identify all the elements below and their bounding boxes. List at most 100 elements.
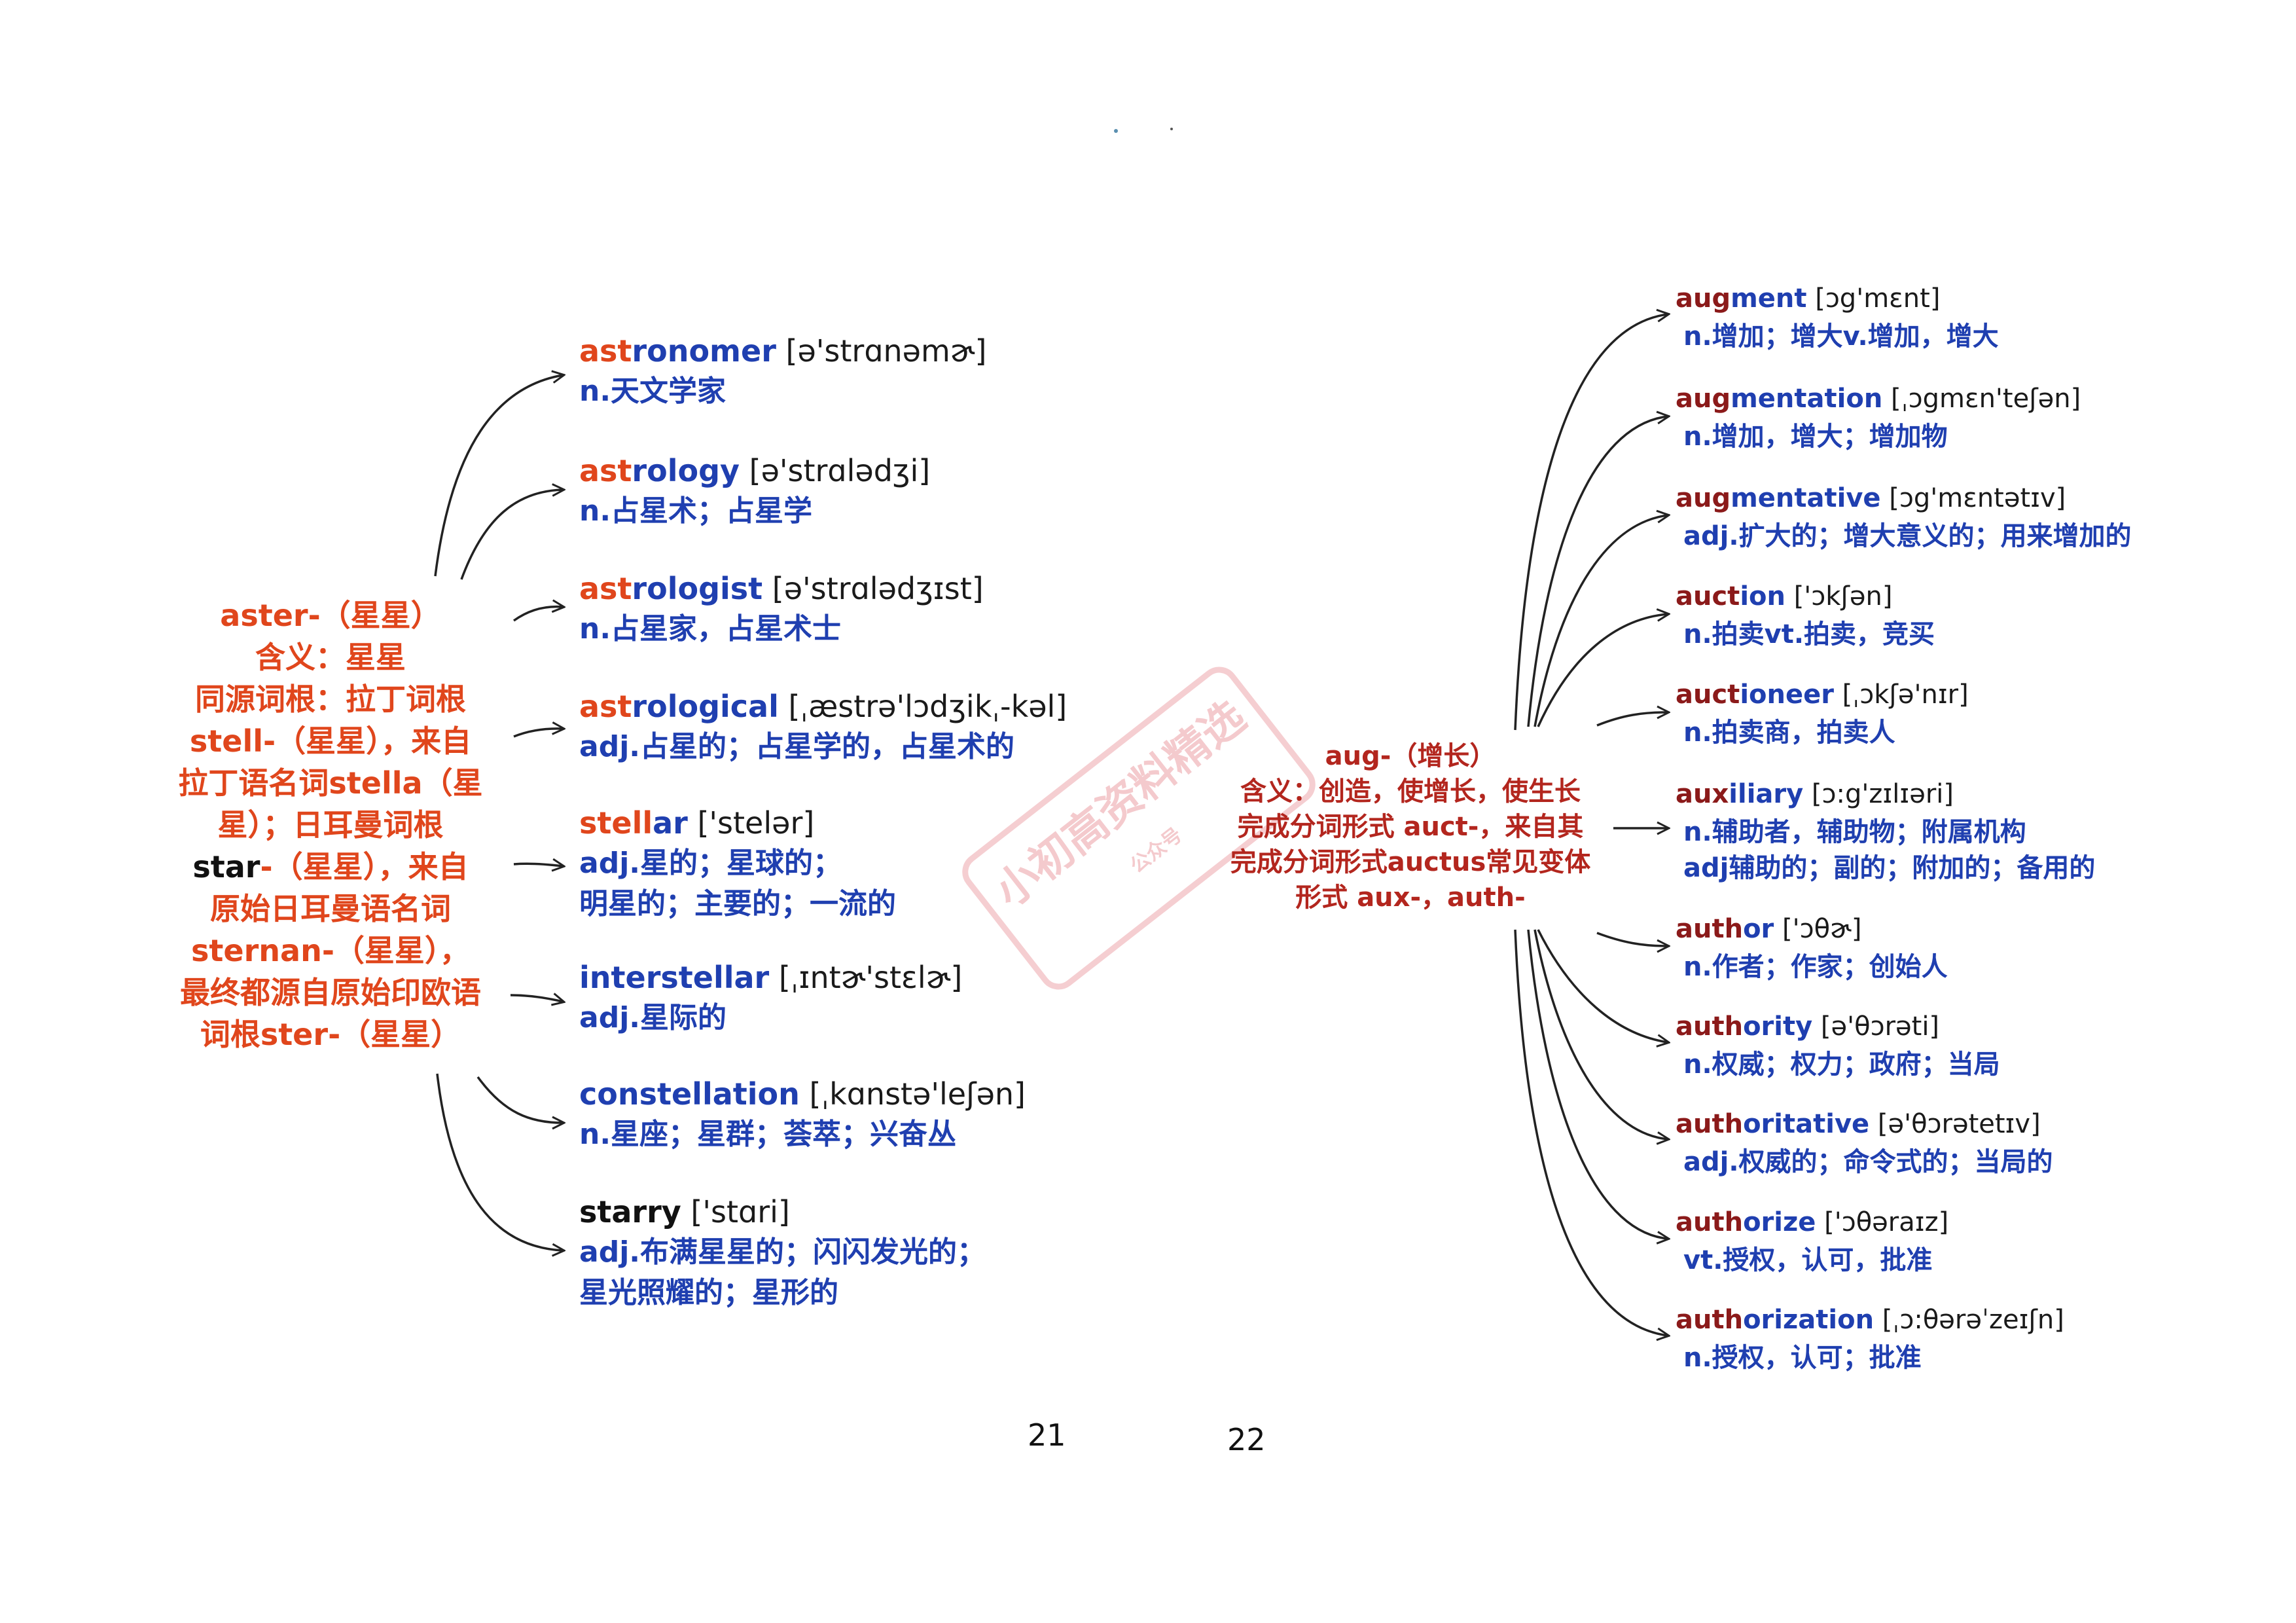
word-headline: augmentation [ˌɔgmɛn'teʃən] <box>1676 378 2081 419</box>
word-remainder: starry <box>579 1194 681 1230</box>
page-number-right: 22 <box>1227 1422 1266 1457</box>
word-entry: authorization [ˌɔ:θərəˈzeɪʃn]n.授权，认可；批准 <box>1676 1300 2064 1376</box>
phonetic: [ˌɔ:θərəˈzeɪʃn] <box>1874 1305 2064 1335</box>
word-remainder: mentation <box>1731 384 1883 414</box>
word-headline: authorize ['ɔθəraɪz] <box>1676 1202 1948 1243</box>
word-entry: authority [ə'θɔrəti]n.权威；权力；政府；当局 <box>1676 1006 2000 1083</box>
headword: authority <box>1676 1012 1812 1042</box>
word-meaning: n.增加；增大v.增加，增大 <box>1683 321 1999 352</box>
root-line: stell-（星星），来自 <box>189 723 472 759</box>
word-entry: starry ['stɑri]adj.布满星星的；闪闪发光的； 星光照耀的；星形的 <box>579 1192 986 1313</box>
arrow-authorization <box>1514 929 1668 1336</box>
root-line: 同源词根：拉丁词根 <box>195 682 466 717</box>
word-meaning: adj辅助的；副的；附加的；备用的 <box>1683 853 2096 883</box>
root-highlight: stell <box>579 805 653 841</box>
phonetic: [ˌɔgmɛn'teʃən] <box>1882 384 2081 414</box>
word-meaning: vt.授权，认可，批准 <box>1683 1245 1933 1275</box>
headword: authorize <box>1676 1207 1816 1237</box>
word-meaning: n.作者；作家；创始人 <box>1683 952 1948 982</box>
word-meaning: n.拍卖商，拍卖人 <box>1683 718 1895 748</box>
word-meaning: adj.扩大的；增大意义的；用来增加的 <box>1683 521 2132 551</box>
word-remainder: mentative <box>1731 483 1881 513</box>
phonetic: [ˌkɑnstə'leʃən] <box>799 1076 1026 1112</box>
word-entry: interstellar [ˌɪntɚ'stɛlɚ]adj.星际的 <box>579 957 962 1038</box>
headword: augmentative <box>1676 483 1881 513</box>
word-entry: auxiliary [ɔ:g'zɪlɪəri] n.辅助者，辅助物；附属机构 adj… <box>1676 774 2095 886</box>
headword: astrology <box>579 453 740 488</box>
phonetic: [ə'θɔrətetɪv] <box>1869 1109 2041 1139</box>
word-entry: astrological [ˌæstrə'lɔdʒikˌ-kəl] adj.占星的… <box>579 686 1067 767</box>
phonetic: [ˌɪntɚ'stɛlɚ] <box>769 960 963 995</box>
headword: auxiliary <box>1676 779 1803 809</box>
word-remainder: ar <box>653 805 688 841</box>
word-remainder: constellation <box>579 1076 800 1112</box>
headword: astrologist <box>579 571 762 606</box>
phonetic: [ɔ:g'zɪlɪəri] <box>1803 779 1954 809</box>
word-headline: astrologist [ə'strɑlədʒɪst] <box>579 568 984 609</box>
root-highlight: ast <box>579 689 632 724</box>
word-entry: authorize ['ɔθəraɪz]vt.授权，认可，批准 <box>1676 1202 1948 1279</box>
root-line: sternan-（星星）， <box>191 933 470 968</box>
phonetic: [ə'strɑnəmɚ] <box>776 333 987 369</box>
phonetic: [ə'θɔrəti] <box>1812 1012 1940 1042</box>
word-meaning: adj.星的；星球的； <box>579 847 842 880</box>
arrow-stellar <box>513 864 563 866</box>
word-remainder: iliary <box>1729 779 1804 809</box>
root-line: 星）；日耳曼词根 <box>217 807 444 843</box>
headword: interstellar <box>579 960 769 995</box>
word-headline: augment [ɔg'mɛnt] <box>1676 278 1999 319</box>
root-line: 完成分词形式 auct-，来自其 <box>1237 812 1584 842</box>
root-line: star-（星星），来自 <box>160 846 501 888</box>
word-meaning: n.天文学家 <box>579 374 726 408</box>
word-remainder: ment <box>1731 283 1807 314</box>
word-remainder: rological <box>632 689 779 724</box>
word-remainder: orization <box>1743 1305 1874 1335</box>
word-entry: astronomer [ə'strɑnəmɚ] n.天文学家 <box>579 331 986 412</box>
root-line: 拉丁语名词stella（星 <box>178 765 483 801</box>
word-headline: augmentative [ɔg'mɛntətɪv] <box>1676 478 2132 519</box>
root-highlight: aug <box>1676 384 1731 414</box>
arrow-augment <box>1514 314 1668 731</box>
root-highlight: aug <box>1676 283 1731 314</box>
headword: augmentation <box>1676 384 1882 414</box>
word-headline: astrology [ə'strɑlədʒi] <box>579 450 930 491</box>
word-entry: augmentation [ˌɔgmɛn'teʃən]n.增加，增大；增加物 <box>1676 378 2081 455</box>
root-line: 形式 aux-，auth- <box>1295 883 1526 913</box>
word-meaning: adj.布满星星的；闪闪发光的； <box>579 1235 986 1269</box>
word-meaning: n.占星术；占星学 <box>579 494 813 528</box>
arrow-authoritative <box>1534 929 1668 1139</box>
word-meaning: adj.占星的；占星学的，占星术的 <box>579 730 1014 763</box>
word-remainder: ority <box>1743 1012 1813 1042</box>
root-line: 词根ster-（星星） <box>200 1017 461 1052</box>
headword: author <box>1676 914 1774 944</box>
word-remainder: interstellar <box>579 960 770 995</box>
root-highlight: auth <box>1676 1207 1744 1237</box>
word-entry: author ['ɔθɚ]n.作者；作家；创始人 <box>1676 909 1948 985</box>
headword: starry <box>579 1194 681 1230</box>
word-headline: authorization [ˌɔ:θərəˈzeɪʃn] <box>1676 1300 2064 1340</box>
word-entry: augment [ɔg'mɛnt]n.增加；增大v.增加，增大 <box>1676 278 1999 355</box>
root-highlight: auth <box>1676 1012 1744 1042</box>
root-highlight: auct <box>1676 581 1740 611</box>
phonetic: [ɔg'mɛnt] <box>1806 283 1941 314</box>
word-meaning: n.辅助者，辅助物；附属机构 <box>1683 817 2026 847</box>
arrow-auctioneer <box>1596 712 1668 727</box>
word-meaning: n.星座；星群；荟萃；兴奋丛 <box>579 1118 957 1151</box>
word-entry: constellation [ˌkɑnstə'leʃən] n.星座；星群；荟萃；… <box>579 1074 1026 1155</box>
word-headline: interstellar [ˌɪntɚ'stɛlɚ] <box>579 957 962 998</box>
headword: augment <box>1676 283 1807 314</box>
word-headline: auctioneer [ˌɔkʃə'nɪr] <box>1676 674 1969 715</box>
phonetic: ['stelər] <box>687 805 815 841</box>
root-line: 含义：星星 <box>255 640 406 675</box>
word-meaning: 星光照耀的；星形的 <box>579 1276 838 1309</box>
word-entry: augmentative [ɔg'mɛntətɪv]adj.扩大的；增大意义的；… <box>1676 478 2132 555</box>
word-headline: authoritative [ə'θɔrətetɪv] <box>1676 1104 2053 1144</box>
headword: astrological <box>579 689 779 724</box>
arrow-astronomer <box>434 375 563 577</box>
word-headline: starry ['stɑri] <box>579 1192 986 1232</box>
word-meaning: n.占星家，占星术士 <box>579 612 842 646</box>
phonetic: [ˌæstrə'lɔdʒikˌ-kəl] <box>778 689 1067 724</box>
word-entry: auction ['ɔkʃən]n.拍卖vt.拍卖，竞买 <box>1676 576 1935 653</box>
headword: astronomer <box>579 333 776 369</box>
